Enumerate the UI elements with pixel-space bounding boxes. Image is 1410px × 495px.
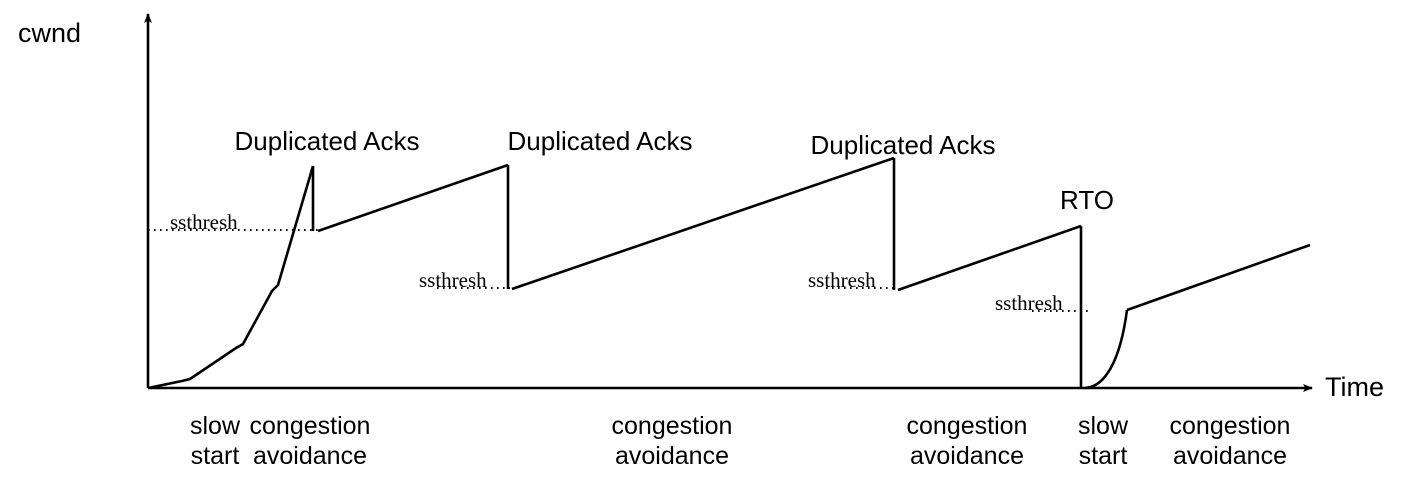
ssthresh-1-label: ssthresh (170, 210, 238, 234)
phase-congestion-avoidance-3-line-2: avoidance (910, 441, 1024, 470)
phase-slow-start-1-line-2: start (190, 441, 240, 470)
event-label-dupack-2: Duplicated Acks (507, 126, 693, 156)
ssthresh-4-label: ssthresh (995, 291, 1063, 315)
curve-segment-slow-start-1 (147, 165, 315, 390)
phase-slow-start-2-line-2: start (1078, 441, 1128, 470)
curve-segment-slow-start-2 (1084, 309, 1129, 390)
curve-segment-congestion-avoidance-4 (1126, 243, 1311, 312)
ssthresh-dotted-lines (148, 229, 1092, 312)
phase-congestion-avoidance-2-line-2: avoidance (615, 441, 729, 470)
event-label-dupack-3: Duplicated Acks (810, 130, 996, 160)
event-label-rto-1: RTO (1060, 185, 1114, 215)
phase-congestion-avoidance-2-line-1: congestion (611, 412, 733, 440)
curve-segment-congestion-avoidance-3 (897, 224, 1082, 292)
phase-congestion-avoidance-1-line-2: avoidance (253, 441, 367, 470)
phase-slow-start-1-line-1: slow (189, 412, 241, 440)
curve-segment-congestion-avoidance-1 (317, 163, 509, 233)
y-axis-title: cwnd (18, 18, 82, 48)
phase-congestion-avoidance-4-line-2: avoidance (1173, 441, 1287, 470)
x-axis-title: Time (1325, 372, 1384, 402)
axes-group (144, 13, 1313, 392)
cwnd-curve-group (147, 156, 1311, 390)
phase-congestion-avoidance-3-line-1: congestion (906, 412, 1028, 440)
phase-slow-start-2-line-1: slow (1077, 412, 1129, 440)
event-label-dupack-1: Duplicated Acks (234, 126, 420, 156)
curve-segment-congestion-avoidance-2 (511, 156, 895, 291)
phase-congestion-avoidance-4-line-1: congestion (1169, 412, 1291, 440)
phase-congestion-avoidance-1-line-1: congestion (249, 412, 371, 440)
ssthresh-3-label: ssthresh (808, 268, 876, 292)
ssthresh-2-label: ssthresh (419, 268, 487, 292)
